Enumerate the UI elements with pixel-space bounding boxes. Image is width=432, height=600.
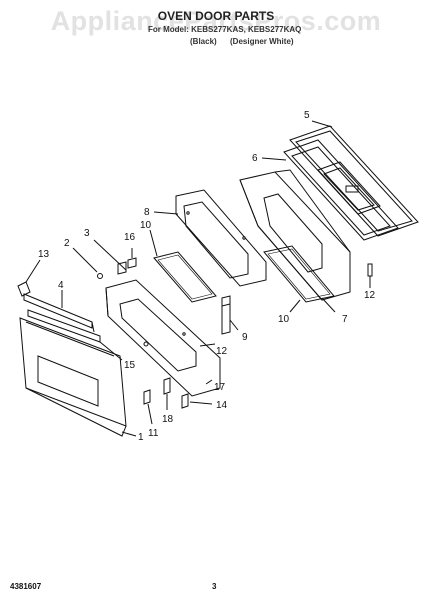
leader-3: [93, 239, 127, 271]
callout-1: 1: [138, 432, 144, 443]
callout-4: 4: [58, 280, 64, 291]
callout-10-left: 10: [140, 220, 152, 231]
part-2-washer: [72, 247, 103, 279]
callout-12-center: 12: [216, 346, 228, 357]
callout-6: 6: [252, 153, 258, 164]
part-5-gasket: [289, 120, 419, 237]
callout-14: 14: [216, 400, 228, 411]
leader-10-left: [149, 229, 158, 257]
leader-1: [121, 431, 137, 437]
leader-2: [72, 247, 98, 273]
part-9-hinge-bracket: [221, 295, 239, 335]
leader-5: [311, 120, 333, 128]
callout-17: 17: [214, 382, 226, 393]
callout-16: 16: [124, 232, 136, 243]
callout-2: 2: [64, 238, 70, 249]
callout-11: 11: [148, 428, 159, 439]
leader-10-right: [289, 299, 301, 313]
part-3-screw: [93, 239, 127, 275]
callout-3: 3: [84, 228, 90, 239]
callout-13: 13: [38, 249, 50, 260]
callout-5: 5: [304, 110, 310, 121]
part-1-outer-door-panel: [19, 317, 137, 437]
leader-8: [153, 211, 179, 215]
document-number: 4381607: [10, 582, 42, 591]
leader-6: [261, 157, 287, 161]
part-6-inner-liner: [261, 139, 399, 241]
diagram-title: OVEN DOOR PARTS: [157, 9, 275, 23]
part-10-glass-panel-right: [263, 245, 335, 313]
part-14-screw: [181, 393, 213, 409]
callout-18: 18: [162, 414, 174, 425]
page-number: 3: [212, 582, 217, 591]
leader-13: [25, 259, 41, 283]
part-11-screw: [143, 389, 153, 425]
variant-black-label: (Black): [190, 37, 217, 46]
leader-17: [205, 379, 213, 385]
leader-11: [147, 403, 153, 425]
variant-white-label: (Designer White): [230, 37, 294, 46]
leader-9: [229, 319, 239, 331]
leader-7: [321, 297, 336, 313]
callout-7: 7: [342, 314, 348, 325]
leader-14: [189, 401, 213, 405]
watermark: AppliancePartsPros.com: [50, 6, 382, 36]
part-4-door-handle: [23, 290, 95, 333]
callout-8: 8: [144, 207, 150, 218]
part-13-handle-end-cap: [17, 259, 41, 297]
leader-15: [99, 341, 123, 361]
part-15-trim-strip: [27, 309, 123, 361]
part-10-glass-panel-left: [149, 229, 217, 303]
leader-12-center: [199, 343, 216, 347]
callout-12-right: 12: [364, 290, 376, 301]
part-18-screw: [163, 377, 171, 410]
callout-10-right: 10: [278, 314, 290, 325]
part-7-door-frame: [239, 169, 351, 313]
part-16-hinge-pin: [127, 248, 137, 269]
callout-15: 15: [124, 360, 136, 371]
part-12-screw-right: [367, 263, 373, 288]
part-17-inner-door-panel: [105, 279, 221, 397]
model-numbers: For Model: KEBS277KAS, KEBS277KAQ: [148, 25, 302, 34]
callout-9: 9: [242, 332, 248, 343]
part-8-glass-frame: [153, 189, 267, 287]
